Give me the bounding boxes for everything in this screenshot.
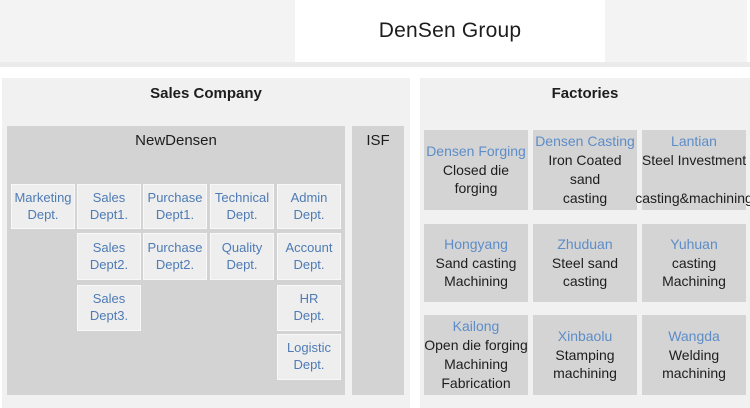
header-divider bbox=[0, 62, 750, 67]
department-box: Admin Dept. bbox=[277, 184, 341, 229]
department-box: Quality Dept. bbox=[210, 233, 274, 280]
factory-name: Wangda bbox=[668, 327, 720, 344]
department-box: Logistic Dept. bbox=[277, 334, 341, 380]
department-box: Technical Dept. bbox=[210, 184, 274, 229]
factory-description: Sand casting Machining bbox=[435, 254, 517, 290]
sales-company-title: Sales Company bbox=[150, 85, 262, 102]
isf-label: ISF bbox=[366, 132, 390, 149]
factory-name: Hongyang bbox=[444, 235, 508, 252]
department-box: Marketing Dept. bbox=[11, 184, 75, 229]
department-box: Purchase Dept2. bbox=[143, 233, 207, 280]
title-box: DenSen Group bbox=[295, 0, 605, 62]
factory-description: Open die forging Machining Fabrication bbox=[424, 337, 528, 391]
newdensen-container: NewDensen Marketing Dept.Sales Dept1.Pur… bbox=[7, 126, 345, 395]
factory-name: Lantian bbox=[671, 133, 717, 150]
department-box: Sales Dept3. bbox=[77, 285, 141, 331]
factory-name: Densen Casting bbox=[535, 133, 635, 150]
factory-description: casting Machining bbox=[662, 254, 726, 290]
factory-name: Zhuduan bbox=[557, 235, 613, 252]
page-title: DenSen Group bbox=[378, 19, 522, 42]
department-box: Purchase Dept1. bbox=[143, 184, 207, 229]
header-band: DenSen Group bbox=[0, 0, 747, 62]
factory-box: Yuhuan casting Machining bbox=[642, 224, 746, 302]
factory-description: Steel Investment casting&machining bbox=[635, 152, 750, 206]
department-box: Sales Dept1. bbox=[77, 184, 141, 229]
department-box: Account Dept. bbox=[277, 233, 341, 280]
factory-name: Xinbaolu bbox=[557, 327, 613, 344]
newdensen-label: NewDensen bbox=[135, 132, 217, 149]
factory-description: Closed die forging bbox=[442, 161, 510, 197]
isf-box: ISF bbox=[352, 126, 404, 395]
department-box: HR Dept. bbox=[277, 285, 341, 331]
factories-title: Factories bbox=[551, 85, 619, 102]
factory-description: Steel sand casting bbox=[551, 254, 619, 290]
department-box: Sales Dept2. bbox=[77, 233, 141, 280]
factory-name: Kailong bbox=[452, 318, 500, 335]
factory-description: Iron Coated sand casting bbox=[548, 152, 622, 206]
factory-description: Welding machining bbox=[662, 346, 726, 382]
factory-name: Densen Forging bbox=[426, 142, 526, 159]
factory-description: Stamping machining bbox=[553, 346, 617, 382]
sales-company-panel: Sales Company NewDensen Marketing Dept.S… bbox=[2, 78, 410, 408]
factory-name: Yuhuan bbox=[670, 235, 718, 252]
